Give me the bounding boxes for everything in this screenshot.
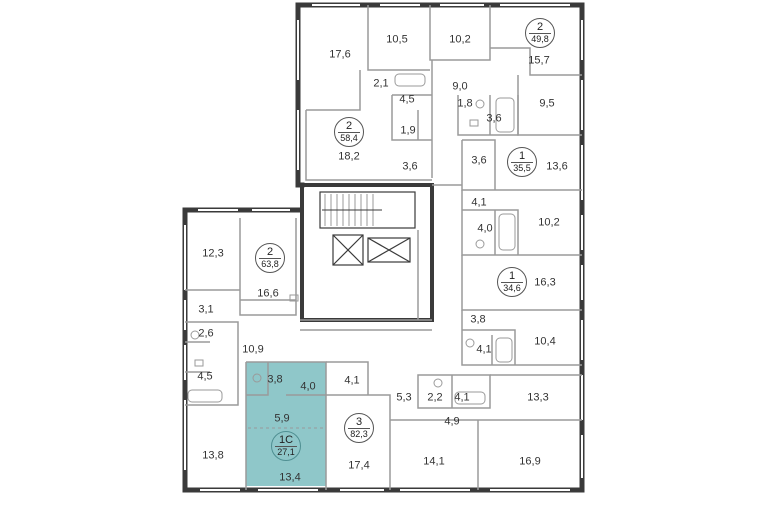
apartment-badge[interactable]: 1 35,5 — [507, 147, 537, 177]
room-area: 13,6 — [546, 160, 568, 173]
room-area: 3,8 — [470, 313, 486, 326]
room-area: 16,3 — [534, 276, 556, 289]
room-area: 3,6 — [471, 154, 487, 167]
bathtub-icon — [394, 73, 426, 87]
interior-walls — [185, 5, 582, 490]
bathtub-icon — [454, 391, 486, 405]
bathtub-icon — [495, 337, 513, 363]
toilet-icon — [252, 373, 262, 383]
room-area: 4,0 — [300, 380, 316, 393]
apartment-rooms: 2 — [536, 21, 544, 33]
room-area: 4,5 — [197, 370, 213, 383]
room-area: 18,2 — [338, 150, 360, 163]
apartment-area: 49,8 — [529, 33, 551, 44]
room-area: 13,4 — [279, 471, 301, 484]
room-area: 13,3 — [527, 391, 549, 404]
windows — [184, 4, 583, 491]
room-area: 16,9 — [519, 455, 541, 468]
room-area: 3,6 — [486, 112, 502, 125]
toilet-icon — [475, 99, 485, 109]
apartment-badge[interactable]: 1С 27,1 — [271, 431, 301, 461]
apartment-rooms: 1 — [508, 270, 516, 282]
room-area: 14,1 — [423, 455, 445, 468]
apartment-area: 58,4 — [338, 132, 360, 143]
elevators — [332, 234, 411, 266]
apartment-badge[interactable]: 2 49,8 — [525, 18, 555, 48]
sink-icon — [289, 294, 299, 302]
apartment-area: 63,8 — [259, 258, 281, 269]
fixtures — [187, 73, 516, 405]
apartment-1c-highlight[interactable] — [246, 362, 326, 486]
room-area: 4,1 — [344, 374, 360, 387]
room-area: 4,5 — [399, 93, 415, 106]
bathtub-icon — [495, 97, 515, 133]
apartment-badge[interactable]: 2 58,4 — [334, 117, 364, 147]
room-area: 10,2 — [449, 33, 471, 46]
bathtub-icon — [187, 389, 223, 403]
room-area: 4,1 — [471, 196, 487, 209]
room-area: 9,5 — [539, 97, 555, 110]
room-area: 1,9 — [400, 124, 416, 137]
bathtub-icon — [498, 213, 516, 251]
apartment-rooms: 1 — [518, 150, 526, 162]
apartment-area: 82,3 — [348, 428, 370, 439]
room-area: 5,9 — [274, 412, 290, 425]
room-area: 12,3 — [202, 247, 224, 260]
apartment-area: 34,6 — [501, 282, 523, 293]
toilet-icon — [190, 330, 200, 340]
elevator-icon — [332, 234, 364, 266]
room-area: 15,7 — [528, 54, 550, 67]
apartment-badge[interactable]: 3 82,3 — [344, 413, 374, 443]
room-area: 10,2 — [538, 216, 560, 229]
sink-icon — [194, 359, 204, 367]
elevator-icon — [367, 237, 411, 263]
room-area: 4,9 — [444, 415, 460, 428]
room-area: 3,6 — [402, 160, 418, 173]
room-area: 10,5 — [386, 33, 408, 46]
toilet-icon — [433, 378, 443, 388]
room-area: 3,8 — [267, 373, 283, 386]
room-area: 4,1 — [476, 343, 492, 356]
stair-icon — [319, 191, 416, 229]
room-area: 17,6 — [329, 48, 351, 61]
apartment-badge[interactable]: 1 34,6 — [497, 267, 527, 297]
room-area: 4,0 — [477, 222, 493, 235]
apartment-badge[interactable]: 2 63,8 — [255, 243, 285, 273]
room-area: 2,2 — [427, 391, 443, 404]
apartment-rooms: 2 — [345, 120, 353, 132]
sink-icon — [469, 119, 479, 127]
apartment-rooms: 1С — [278, 434, 294, 446]
room-area: 17,4 — [348, 459, 370, 472]
room-area: 1,8 — [457, 97, 473, 110]
room-area: 13,8 — [202, 449, 224, 462]
room-area: 16,6 — [257, 287, 279, 300]
room-area: 9,0 — [452, 80, 468, 93]
toilet-icon — [475, 239, 485, 249]
room-area: 4,1 — [454, 391, 470, 404]
apartment-rooms: 2 — [266, 246, 274, 258]
room-area: 2,1 — [373, 77, 389, 90]
room-area: 10,4 — [534, 335, 556, 348]
room-area: 10,9 — [242, 343, 264, 356]
room-area: 3,1 — [198, 303, 214, 316]
room-area: 2,6 — [198, 327, 214, 340]
apartment-rooms: 3 — [355, 416, 363, 428]
toilet-icon — [465, 338, 475, 348]
apartment-area: 35,5 — [511, 162, 533, 173]
apartment-area: 27,1 — [275, 446, 297, 457]
room-area: 5,3 — [396, 391, 412, 404]
